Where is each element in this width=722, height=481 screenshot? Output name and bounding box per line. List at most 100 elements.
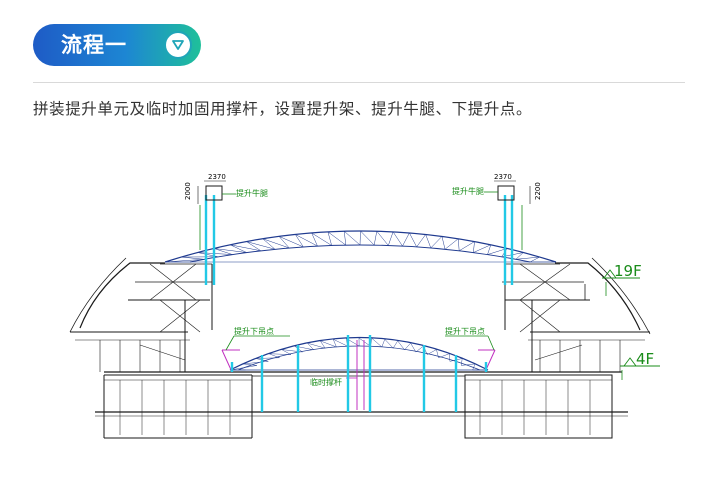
step-title: 流程一 xyxy=(61,33,127,57)
dome-web xyxy=(392,340,398,349)
building-structure xyxy=(69,257,651,439)
roof-web xyxy=(373,231,378,246)
roof-diagonal xyxy=(458,238,460,251)
level-4f: 4F xyxy=(636,350,654,368)
left-bracing xyxy=(149,263,201,333)
dome-web xyxy=(404,342,411,350)
roof-diagonal xyxy=(230,244,261,252)
roof-web xyxy=(444,238,459,250)
header-divider xyxy=(33,82,685,83)
lift-cables xyxy=(204,195,514,412)
level-19f: 19F xyxy=(614,262,642,280)
roof-diagonal xyxy=(262,238,290,249)
roof-diagonal xyxy=(425,234,432,249)
right-outer-arc-2 xyxy=(591,257,651,335)
right-main-column xyxy=(504,264,533,372)
label-upper-bracket-right: 提升牛腿 xyxy=(452,186,484,196)
leader-lower-right-2 xyxy=(487,335,495,351)
dome-grid-mesh xyxy=(221,337,496,410)
dome-diagonal xyxy=(242,361,269,365)
dome-web xyxy=(461,363,476,366)
roof-web xyxy=(213,248,233,255)
left-lower-block xyxy=(103,374,252,439)
step-description: 拼装提升单元及临时加固用撑杆，设置提升架、提升牛腿、下提升点。 xyxy=(33,100,533,118)
dome-web xyxy=(332,339,337,348)
dome-web xyxy=(438,353,450,358)
dome-web xyxy=(320,340,326,349)
annotations: 2370 2000 提升牛腿 2370 2200 提升牛腿 提升下吊点 提升下吊… xyxy=(184,173,660,387)
dome-web xyxy=(427,349,437,355)
right-columns xyxy=(539,340,621,372)
leader-lower-left-2 xyxy=(225,335,235,351)
roof-web xyxy=(262,238,276,250)
dome-web xyxy=(281,349,292,355)
right-outer-arc xyxy=(555,262,641,331)
dome-diagonal xyxy=(384,339,394,349)
roof-diagonal xyxy=(278,236,304,248)
dim-height-right: 2200 xyxy=(534,182,542,200)
roof-web xyxy=(343,231,347,246)
roof-web xyxy=(181,256,205,260)
level-4f-marker xyxy=(623,357,637,367)
roof-diagonal xyxy=(376,231,389,246)
roof-diagonal xyxy=(213,248,247,253)
roof-web xyxy=(388,231,394,246)
roof-diagonal xyxy=(164,259,205,263)
label-upper-bracket-left: 提升牛腿 xyxy=(236,188,268,198)
roof-diagonal xyxy=(327,231,346,246)
dome-diagonal xyxy=(320,340,337,348)
left-columns xyxy=(99,340,181,372)
roof-web xyxy=(359,230,361,246)
dome-diagonal xyxy=(371,338,382,348)
roof-web xyxy=(515,256,540,260)
roof-diagonal xyxy=(529,256,540,263)
roof-web xyxy=(473,244,491,253)
roof-diagonal xyxy=(311,232,332,246)
label-temp-rod: 临时撑杆 xyxy=(310,377,342,387)
dome-web xyxy=(242,363,257,366)
roof-diagonal xyxy=(246,241,276,250)
label-lower-point-left: 提升下吊点 xyxy=(234,326,274,336)
dome-side-braces xyxy=(221,349,496,373)
left-outer-arc-2 xyxy=(69,257,127,333)
dim-height-left: 2000 xyxy=(184,182,192,200)
left-strut xyxy=(139,344,186,361)
upper-bracket-left xyxy=(205,185,223,201)
step-title-pill: 流程一 xyxy=(33,24,201,66)
roof-web xyxy=(430,236,443,249)
roof-web xyxy=(230,244,247,253)
chevron-down-icon xyxy=(172,40,184,50)
right-lower-block xyxy=(464,374,613,439)
dome-diagonal xyxy=(229,365,257,371)
roof-bottom-chord xyxy=(189,244,531,263)
expand-toggle-button[interactable] xyxy=(164,31,192,59)
roof-web xyxy=(459,241,475,251)
dome-diagonal xyxy=(449,353,451,362)
dome-diagonal xyxy=(268,353,292,355)
dome-web xyxy=(381,339,386,348)
dome-diagonal xyxy=(333,339,348,347)
dome-diagonal xyxy=(410,343,417,353)
dome-diagonal xyxy=(255,357,280,359)
left-outer-arc xyxy=(79,262,165,329)
dim-width-right: 2370 xyxy=(494,173,512,181)
label-lower-point-right: 提升下吊点 xyxy=(445,326,485,336)
right-bracing xyxy=(519,263,571,333)
dome-web xyxy=(268,353,280,358)
level-19f-marker xyxy=(603,269,617,279)
dome-diagonal xyxy=(397,340,405,350)
roof-diagonal xyxy=(515,252,524,260)
left-main-column xyxy=(184,264,213,372)
dome-diagonal xyxy=(461,358,463,366)
roof-grid-mesh xyxy=(164,230,557,263)
right-strut xyxy=(534,344,583,361)
dim-width-left: 2370 xyxy=(208,173,226,181)
roof-diagonal xyxy=(344,231,361,246)
dome-diagonal xyxy=(436,349,439,358)
dome-diagonal xyxy=(307,342,326,349)
roof-web xyxy=(327,231,332,246)
dome-diagonal xyxy=(472,363,476,371)
roof-diagonal xyxy=(487,244,492,255)
upper-bracket-right xyxy=(497,185,515,201)
